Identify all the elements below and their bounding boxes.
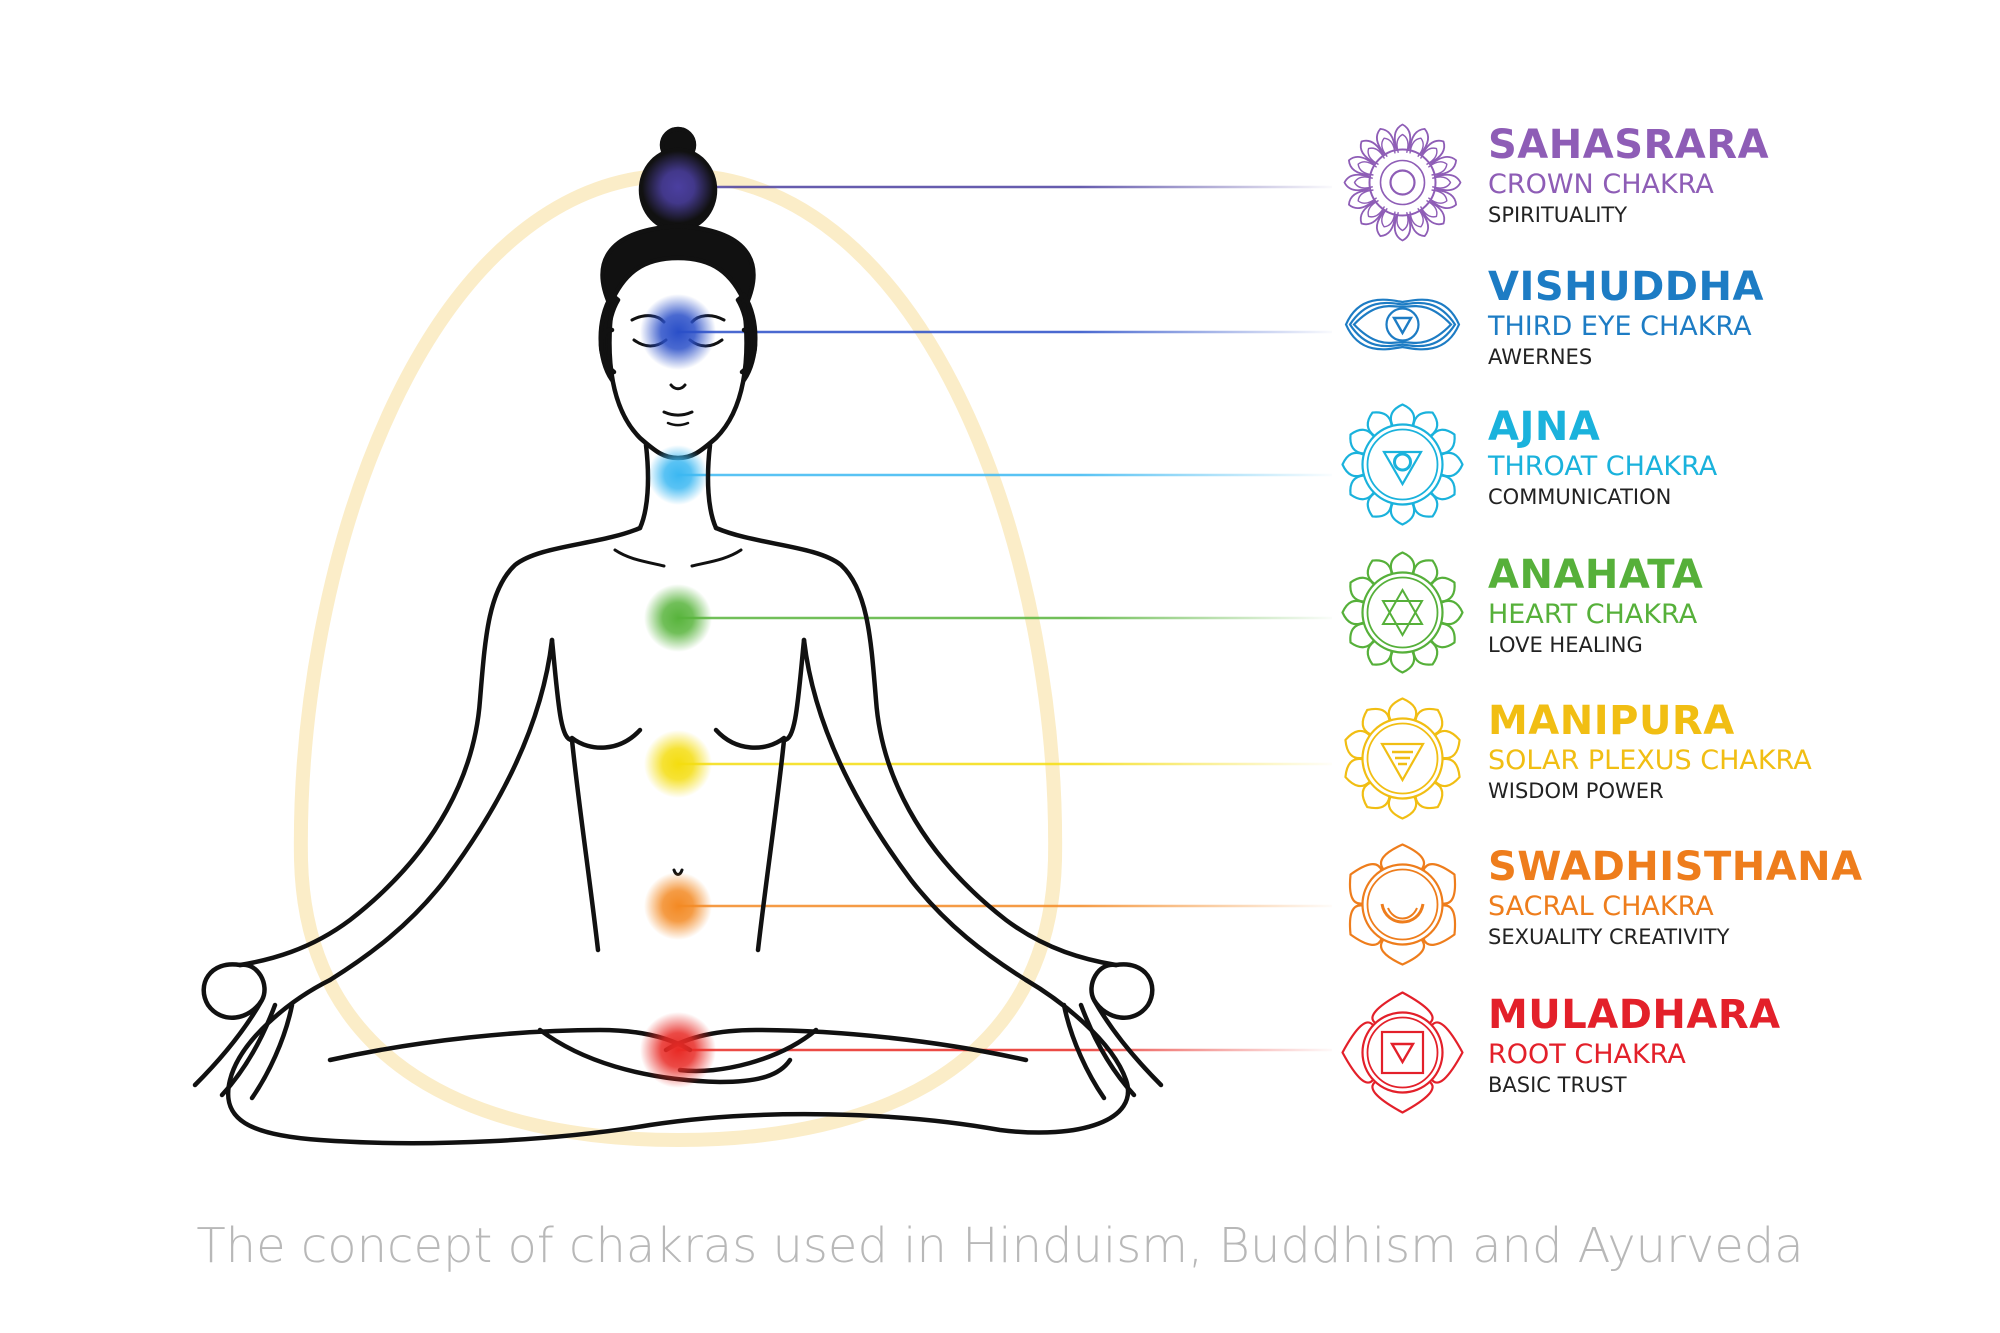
aura-outline [293,167,1063,1148]
left-shoulder-arm [237,525,643,968]
right-ear [739,327,758,375]
connector-fade-ajna [1080,472,1340,478]
neck-left [637,442,651,531]
chakra-name: SWADHISTHANA [1488,844,1863,890]
chakra-dot-ajna [648,445,708,505]
chakra-dot-sahasrara [642,151,714,223]
root-chakra-icon [1341,991,1464,1114]
chakra-name: AJNA [1488,404,1601,450]
torso-right [755,637,807,953]
chakra-name: ANAHATA [1488,552,1704,598]
right-shoulder-arm [713,525,1119,968]
right-breast [713,727,787,750]
chakra-dot-vishuddha [640,294,716,370]
chakra-muladhara: MULADHARA ROOT CHAKRA BASIC TRUST [1340,990,1980,1114]
chakra-quality: LOVE HEALING [1488,633,1643,657]
third-eye-chakra-icon [1344,298,1461,351]
chakra-subtitle: THROAT CHAKRA [1488,451,1718,482]
nose [669,383,687,391]
right-hand [1061,962,1164,1101]
left-collarbone [613,548,666,568]
chakra-name: MULADHARA [1488,992,1781,1038]
mouth [662,410,694,417]
right-collarbone [690,548,743,568]
legs-outline [225,977,1131,1146]
chakra-sahasrara: SAHASRARA CROWN CHAKRA SPIRITUALITY [1340,120,1980,242]
chakra-name: VISHUDDHA [1488,264,1764,310]
chakra-quality: WISDOM POWER [1488,779,1664,803]
chakra-dot-manipura [644,730,712,798]
chakra-quality: SPIRITUALITY [1488,203,1628,227]
chakra-name: MANIPURA [1488,698,1735,744]
connector-fade-sahasrara [1080,184,1340,190]
connector-fade-vishuddha [1080,329,1340,335]
connector-lines [678,184,1340,1053]
chakra-subtitle: ROOT CHAKRA [1488,1039,1686,1070]
chakra-subtitle: THIRD EYE CHAKRA [1488,311,1752,342]
chakra-subtitle: SACRAL CHAKRA [1488,891,1714,922]
chakra-quality: AWERNES [1488,345,1593,369]
neck-right [705,442,719,531]
heart-chakra-icon [1341,551,1464,674]
chakra-subtitle: HEART CHAKRA [1488,599,1698,630]
left-breast [569,727,643,750]
torso-left [549,637,601,953]
throat-chakra-icon [1341,403,1464,526]
chakra-ajna: AJNA THROAT CHAKRA COMMUNICATION [1340,402,1980,526]
chakra-anahata: ANAHATA HEART CHAKRA LOVE HEALING [1340,550,1980,674]
connector-fade-manipura [1080,761,1340,767]
connector-fade-swadhisthana [1080,903,1340,909]
connector-fade-anahata [1080,615,1340,621]
right-inner-arm [801,637,1029,983]
connector-fade-muladhara [1080,1047,1340,1053]
lower-lip [666,421,690,427]
caption: The concept of chakras used in Hinduism,… [196,1218,1804,1274]
left-ear [598,327,617,375]
sacral-chakra-icon [1348,843,1457,966]
chakra-vishuddha: VISHUDDHA THIRD EYE CHAKRA AWERNES [1340,262,1980,382]
chakra-name: SAHASRARA [1488,122,1770,168]
chakra-subtitle: SOLAR PLEXUS CHAKRA [1488,745,1812,776]
chakra-quality: COMMUNICATION [1488,485,1672,509]
chakra-dot-swadhisthana [644,872,712,940]
chakra-swadhisthana: SWADHISTHANA SACRAL CHAKRA SEXUALITY CRE… [1340,842,1980,966]
chakra-glows [640,151,716,1088]
crown-chakra-icon [1343,123,1462,242]
hair [600,223,756,308]
left-hand [192,962,295,1101]
chakra-dot-anahata [644,584,712,652]
chakra-quality: SEXUALITY CREATIVITY [1488,925,1730,949]
solar-plexus-chakra-icon [1344,697,1461,820]
chakra-manipura: MANIPURA SOLAR PLEXUS CHAKRA WISDOM POWE… [1340,696,1980,820]
chakra-dot-muladhara [640,1012,716,1088]
chakra-subtitle: CROWN CHAKRA [1488,169,1714,200]
chakra-quality: BASIC TRUST [1488,1073,1627,1097]
left-inner-arm [327,637,555,983]
